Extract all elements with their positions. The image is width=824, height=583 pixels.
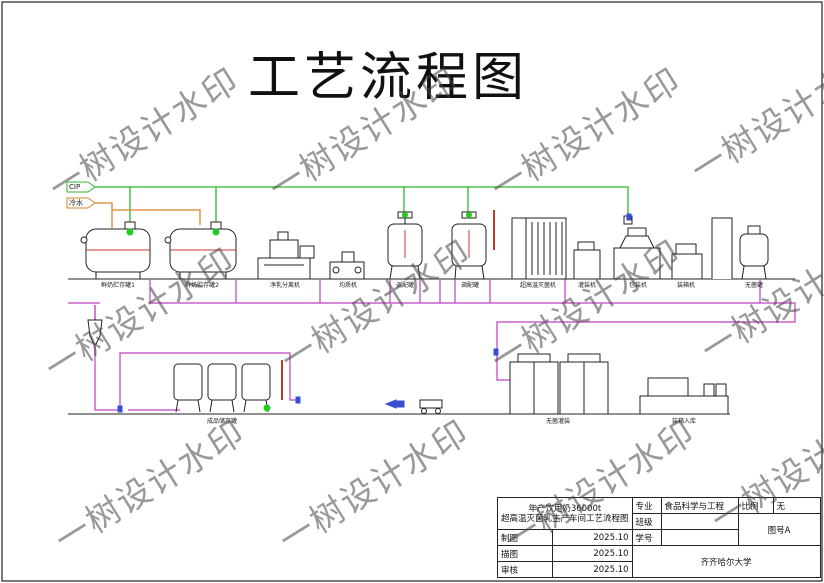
storage-tank-1 (80, 221, 151, 279)
label-filling-machine: 灌装机 (577, 282, 596, 289)
label-case-packer: 装箱机 (676, 282, 695, 289)
title-block: 年产饮用奶36000t 超高温灭菌乳生产车间工艺流程图 专业 食品科学与工程 比… (496, 497, 821, 578)
water-pipe-label: 冷水 (69, 199, 83, 207)
title-block-project: 年产饮用奶36000t 超高温灭菌乳生产车间工艺流程图 (497, 497, 633, 530)
product-storage-tanks (173, 360, 283, 413)
tb-major-label: 专业 (631, 497, 662, 514)
tb-drawn-label: 制图 (496, 529, 554, 546)
cip-pipe-label: CIP (69, 183, 81, 191)
valves (117, 213, 632, 413)
packing-line (639, 377, 729, 415)
label-homogenizer: 均质机 (338, 282, 357, 289)
tb-scale-label: 比例 (737, 497, 774, 514)
tb-class-value (660, 513, 739, 530)
tb-major-value: 食品科学与工程 (660, 497, 739, 514)
project-line-2: 超高温灭菌乳生产车间工艺流程图 (501, 513, 629, 524)
tb-review-date: 2025.10 (552, 561, 633, 578)
packing-machine (613, 215, 661, 280)
mixing-tank-2 (451, 210, 495, 280)
tb-student-id-value (660, 529, 739, 546)
mixing-tank-1 (387, 211, 423, 280)
homogenizer (329, 251, 365, 280)
label-aseptic-tank: 无菌罐 (744, 282, 763, 289)
aseptic-filler (509, 353, 609, 415)
project-line-1: 年产饮用奶36000t (528, 503, 602, 514)
label-aseptic-filler: 无菌灌装 (545, 418, 570, 425)
filling-machine (573, 241, 601, 280)
case-packer (671, 217, 733, 280)
storage-tank-2 (164, 221, 237, 279)
tb-student-id-label: 学号 (631, 529, 662, 546)
diagram-title: 工艺流程图 (248, 48, 529, 108)
label-mixing-tank-2: 调配罐 (460, 282, 479, 289)
transfer-cart (384, 399, 443, 414)
cip-pipe (92, 186, 629, 225)
tb-traced-label: 描图 (496, 545, 554, 562)
tb-traced-date: 2025.10 (552, 545, 633, 562)
separator-machine (257, 231, 315, 280)
tb-class-label: 班级 (631, 513, 662, 530)
label-uht-sterilizer: 超高温灭菌机 (519, 282, 556, 289)
label-product-storage: 成品储存罐 (206, 418, 237, 425)
label-mixing-tank-1: 调配罐 (395, 282, 414, 289)
label-storage-tank-2: 鲜奶贮存罐2 (185, 282, 219, 289)
label-storage-tank-1: 鲜奶贮存罐1 (101, 282, 135, 289)
water-pipe (92, 202, 201, 228)
powder-hopper (87, 319, 103, 345)
pipe-tags (66, 181, 96, 193)
aseptic-tank (739, 225, 769, 280)
label-packing-line: 装箱入库 (671, 418, 696, 425)
tb-drawing-number: 图号A (737, 513, 821, 546)
tb-scale-value: 无 (772, 497, 821, 514)
tb-drawn-date: 2025.10 (552, 529, 633, 546)
tb-school: 齐齐哈尔大学 (631, 545, 821, 578)
uht-sterilizer (511, 217, 567, 280)
tb-review-label: 审核 (496, 561, 554, 578)
label-packing-machine: 包装机 (628, 282, 647, 289)
label-separator: 净乳分离机 (269, 282, 300, 289)
